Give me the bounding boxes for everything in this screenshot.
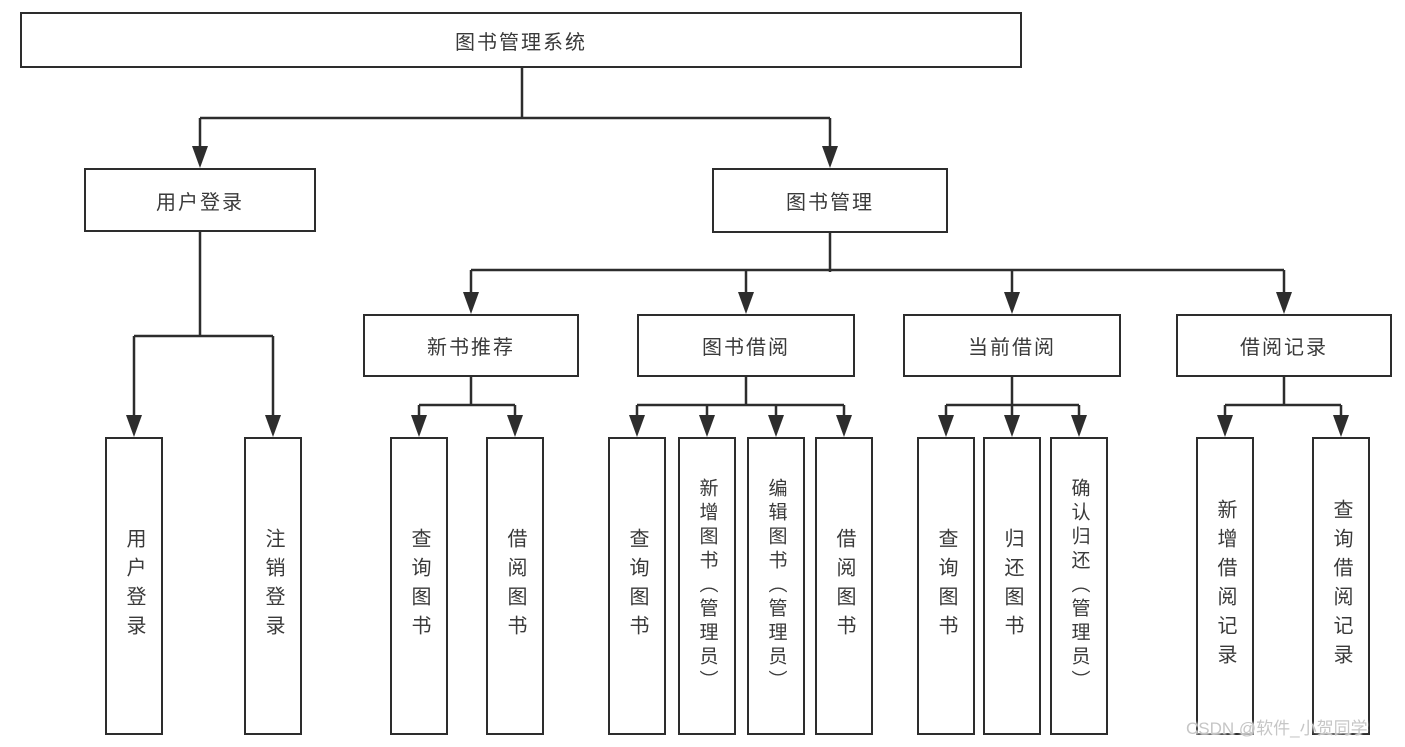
node-borrow-books-rec: 借阅图书 <box>486 437 544 735</box>
node-query-books-current-label: 查询图书 <box>935 528 957 644</box>
node-user-login-label: 用户登录 <box>156 191 244 214</box>
csdn-watermark: CSDN @软件_小贺同学 <box>1186 719 1368 738</box>
node-borrow-books-borrow: 借阅图书 <box>815 437 873 735</box>
node-logout-leaf: 注销登录 <box>244 437 302 735</box>
node-query-books-borrow: 查询图书 <box>608 437 666 735</box>
node-book-management-label: 图书管理 <box>786 192 874 214</box>
node-book-management: 图书管理 <box>712 168 948 233</box>
node-return-books: 归还图书 <box>983 437 1041 735</box>
node-confirm-return-admin: 确认归还（管理员） <box>1050 437 1108 735</box>
node-query-borrow-record-label: 查询借阅记录 <box>1330 499 1352 673</box>
node-borrow-books-borrow-label: 借阅图书 <box>833 528 855 644</box>
node-query-books-borrow-label: 查询图书 <box>626 528 648 644</box>
node-root-label: 图书管理系统 <box>455 31 587 54</box>
node-book-borrow-label: 图书借阅 <box>702 337 790 359</box>
node-add-borrow-record: 新增借阅记录 <box>1196 437 1254 735</box>
node-current-borrow: 当前借阅 <box>903 314 1121 377</box>
node-logout-leaf-label: 注销登录 <box>262 528 284 644</box>
node-query-books-rec-label: 查询图书 <box>408 528 430 644</box>
node-new-book-recommend: 新书推荐 <box>363 314 579 377</box>
node-confirm-return-admin-label: 确认归还（管理员） <box>1068 478 1090 694</box>
node-edit-books-admin-label: 编辑图书（管理员） <box>765 478 787 694</box>
node-edit-books-admin: 编辑图书（管理员） <box>747 437 805 735</box>
node-borrow-books-rec-label: 借阅图书 <box>504 528 526 644</box>
node-return-books-label: 归还图书 <box>1001 528 1023 644</box>
node-user-login-leaf-label: 用户登录 <box>123 528 145 644</box>
node-new-book-recommend-label: 新书推荐 <box>427 337 515 359</box>
node-query-borrow-record: 查询借阅记录 <box>1312 437 1370 735</box>
node-book-borrow: 图书借阅 <box>637 314 855 377</box>
node-query-books-current: 查询图书 <box>917 437 975 735</box>
node-user-login-leaf: 用户登录 <box>105 437 163 735</box>
node-root: 图书管理系统 <box>20 12 1022 68</box>
node-query-books-rec: 查询图书 <box>390 437 448 735</box>
node-add-borrow-record-label: 新增借阅记录 <box>1214 499 1236 673</box>
node-user-login: 用户登录 <box>84 168 316 232</box>
node-borrow-records-label: 借阅记录 <box>1240 337 1328 359</box>
node-borrow-records: 借阅记录 <box>1176 314 1392 377</box>
node-add-books-admin: 新增图书（管理员） <box>678 437 736 735</box>
node-current-borrow-label: 当前借阅 <box>968 337 1056 359</box>
node-add-books-admin-label: 新增图书（管理员） <box>696 478 718 694</box>
